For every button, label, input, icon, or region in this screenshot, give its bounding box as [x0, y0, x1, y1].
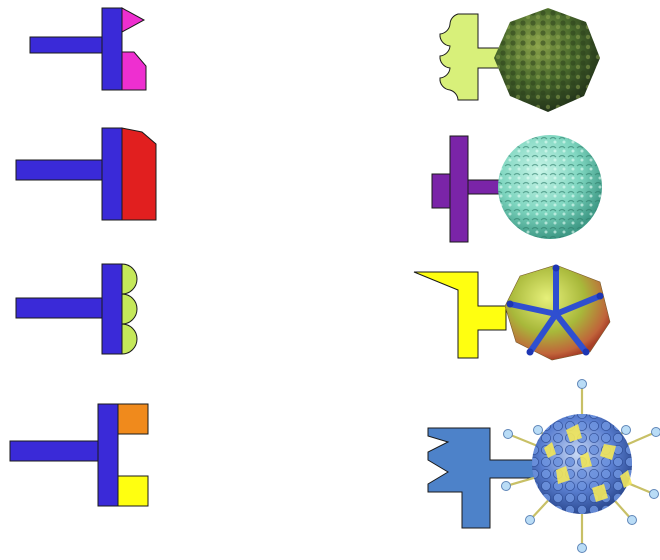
- receptor-yellow-arm: [414, 272, 506, 358]
- stalk-vertical: [102, 8, 122, 90]
- receptor-purple-bar-left: [432, 174, 450, 208]
- stalk-horizontal: [10, 441, 98, 461]
- head-pink-upper: [122, 8, 144, 32]
- head-lime-lobe-1: [122, 264, 137, 294]
- receptor-purple-post: [450, 136, 468, 242]
- virus-dark-green: [494, 8, 600, 112]
- virus-teal-purple-receptor: [432, 135, 602, 242]
- stalk-horizontal: [16, 160, 102, 180]
- head-lime-lobe-2: [122, 294, 137, 324]
- receptor-red-block: [16, 128, 156, 220]
- stalk-horizontal: [16, 298, 102, 318]
- head-orange-square: [118, 404, 148, 434]
- virus-olive-yellow-receptor: [414, 265, 610, 361]
- receptor-steel-blue: [428, 428, 534, 528]
- receptor-purple-arm: [468, 180, 502, 194]
- receptor-orange-yellow: [10, 404, 148, 506]
- stalk-vertical: [102, 264, 122, 354]
- stalk-vertical: [98, 404, 118, 506]
- head-red-block: [122, 128, 156, 220]
- stalk-horizontal: [30, 37, 102, 53]
- virus-dark-green-scalloped-receptor: [440, 8, 600, 112]
- receptor-pink-notched: [30, 8, 146, 90]
- virus-spiked-blue-receptor: [428, 380, 660, 553]
- virus-teal: [498, 135, 602, 239]
- receptor-lime-lobed: [16, 264, 137, 354]
- stalk-vertical: [102, 128, 122, 220]
- virus-olive: [505, 265, 610, 361]
- head-pink-lower: [122, 52, 146, 90]
- head-lime-lobe-3: [122, 324, 137, 354]
- head-yellow-square: [118, 476, 148, 506]
